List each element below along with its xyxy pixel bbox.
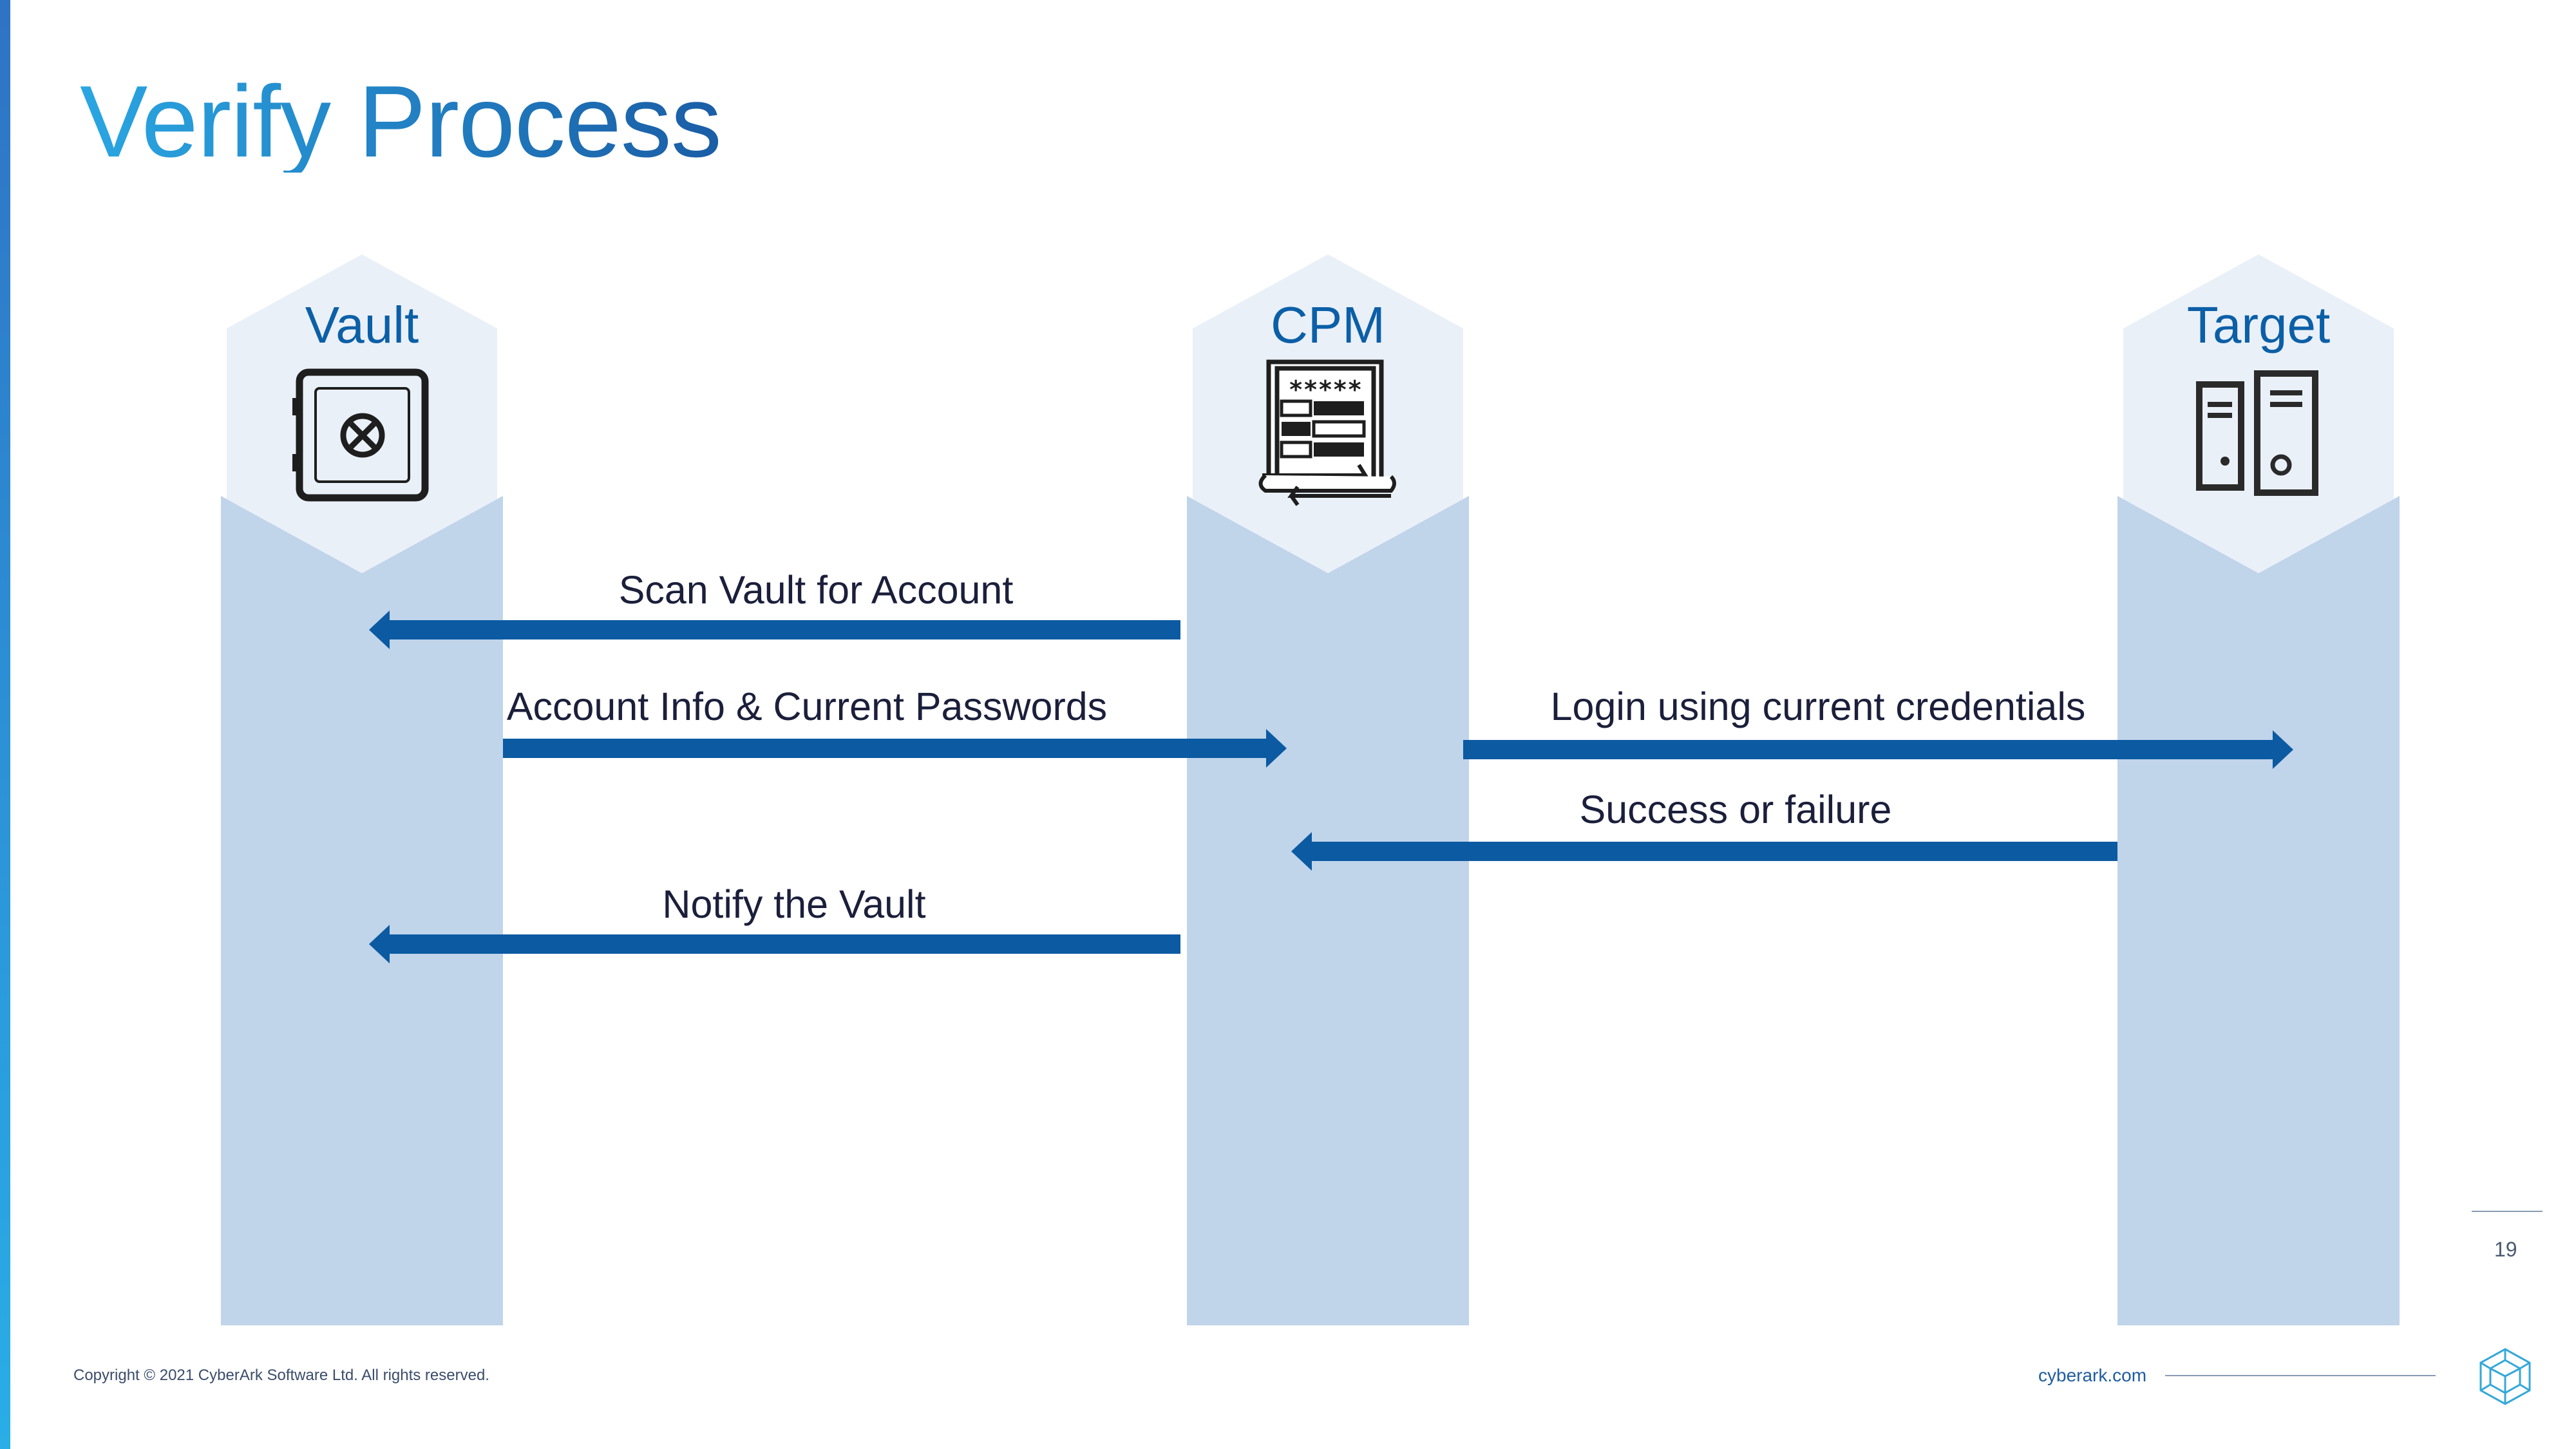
page-number-rule — [2472, 1211, 2543, 1212]
message-label: Notify the Vault — [662, 882, 925, 926]
lane-vault: Vault — [221, 254, 503, 1325]
server-icon — [2196, 370, 2318, 496]
arrow-head-right — [2273, 730, 2293, 769]
arrow-head-left — [369, 925, 390, 963]
lane-target: Target — [2117, 254, 2400, 1325]
cyberark-logo-icon — [2479, 1348, 2531, 1405]
message-account-info: Account Info & Current Passwords — [503, 685, 1287, 768]
message-label: Scan Vault for Account — [619, 568, 1014, 612]
lane-cpm-label: CPM — [1271, 296, 1385, 354]
page-number: 19 — [2494, 1238, 2517, 1261]
message-success-failure: Success or failure — [1291, 788, 2117, 871]
password-form-icon: ***** — [1258, 359, 1396, 506]
arrow-head-left — [1291, 832, 1312, 871]
arrow-head-right — [1266, 729, 1287, 768]
lane-vault-label: Vault — [305, 296, 419, 354]
message-login: Login using current credentials — [1463, 685, 2293, 769]
slide-title: Verify Process — [80, 65, 722, 178]
message-notify-vault: Notify the Vault — [369, 882, 1180, 963]
lane-target-column — [2117, 496, 2400, 1325]
lane-cpm: CPM ***** — [1187, 254, 1469, 1325]
website-link[interactable]: cyberark.com — [2038, 1365, 2147, 1385]
footer-rule — [2165, 1375, 2436, 1376]
message-label: Account Info & Current Passwords — [507, 685, 1107, 728]
message-scan-vault: Scan Vault for Account — [369, 568, 1180, 649]
safe-icon — [292, 368, 429, 502]
svg-text:*****: ***** — [1289, 375, 1362, 404]
accent-bar — [0, 0, 10, 1449]
lane-cpm-column — [1187, 496, 1469, 1325]
lane-vault-column — [221, 496, 503, 1325]
message-label: Success or failure — [1580, 788, 1892, 831]
copyright-text: Copyright © 2021 CyberArk Software Ltd. … — [73, 1367, 489, 1384]
message-label: Login using current credentials — [1551, 685, 2086, 728]
arrow-head-left — [369, 611, 390, 649]
lane-target-label: Target — [2187, 296, 2330, 354]
